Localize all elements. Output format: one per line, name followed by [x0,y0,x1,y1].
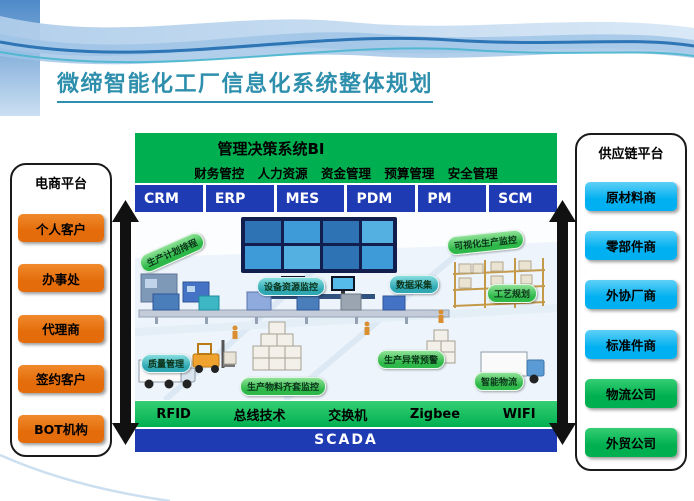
ecommerce-item: 办事处 [18,264,104,293]
forklift-icon [192,340,237,373]
network-bar: RFID 总线技术 交换机 Zigbee WIFI [135,401,557,427]
storage-rack-icon [452,258,546,308]
net-switch: 交换机 [328,408,368,424]
supply-chain-item: 外贸公司 [585,427,677,457]
page-title: 微缔智能化工厂信息化系统整体规划 [57,66,434,103]
bi-title: 管理决策系统BI [217,140,325,158]
ecommerce-item: 个人客户 [18,214,104,243]
net-wifi: WIFI [502,406,536,422]
ecommerce-item: BOT机构 [18,414,104,443]
supply-chain-item: 原材料商 [585,182,677,212]
ecommerce-item: 代理商 [18,314,104,343]
header-wave-decoration [0,0,694,116]
worker-icons [232,309,444,339]
callout-data-collection: 数据采集 [389,275,440,294]
callout-production-alert: 生产异常预警 [377,350,446,369]
system-mes: MES [276,185,345,214]
callout-material-monitoring: 生产物料齐套监控 [240,377,327,396]
system-pdm: PDM [347,185,416,214]
bi-decision-box: 管理决策系统BI 财务管控 人力资源 资金管理 预算管理 安全管理 [135,133,557,183]
factory-illustration [135,212,557,400]
systems-row: CRM ERP MES PDM PM SCM [135,185,557,214]
system-crm: CRM [135,185,203,214]
bi-subtitle: 财务管控 人力资源 资金管理 预算管理 安全管理 [194,166,498,181]
supply-chain-item: 标准件商 [585,329,677,359]
supply-chain-item: 零部件商 [585,231,677,261]
supply-chain-item: 外协厂商 [585,280,677,310]
footer-wave-decoration [0,453,170,501]
net-zigbee: Zigbee [409,406,461,422]
ecommerce-panel-label: 电商平台 [34,177,87,192]
net-bus: 总线技术 [233,408,286,424]
callout-smart-logistics: 智能物流 [474,372,525,391]
callout-quality-management: 质量管理 [141,354,192,373]
system-pm: PM [418,185,487,214]
supply-chain-panel: 供应链平台 原材料商 零部件商 外协厂商 标准件商 物流公司 外贸公司 [575,133,687,471]
system-erp: ERP [205,185,274,214]
scada-bar: SCADA [135,429,557,452]
supply-chain-item: 物流公司 [585,378,677,408]
conveyor-icon [138,291,450,324]
ecommerce-panel: 电商平台 个人客户 办事处 代理商 签约客户 BOT机构 [10,163,112,457]
left-flow-arrow [112,200,139,445]
callout-process-planning: 工艺规划 [487,284,538,303]
ecommerce-item: 签约客户 [18,364,104,393]
callout-equipment-monitoring: 设备资源监控 [257,277,326,296]
net-rfid: RFID [156,406,191,422]
supply-chain-panel-label: 供应链平台 [598,147,664,162]
system-scm: SCM [489,185,557,214]
video-wall-icon [241,217,397,273]
right-flow-arrow [549,200,576,445]
